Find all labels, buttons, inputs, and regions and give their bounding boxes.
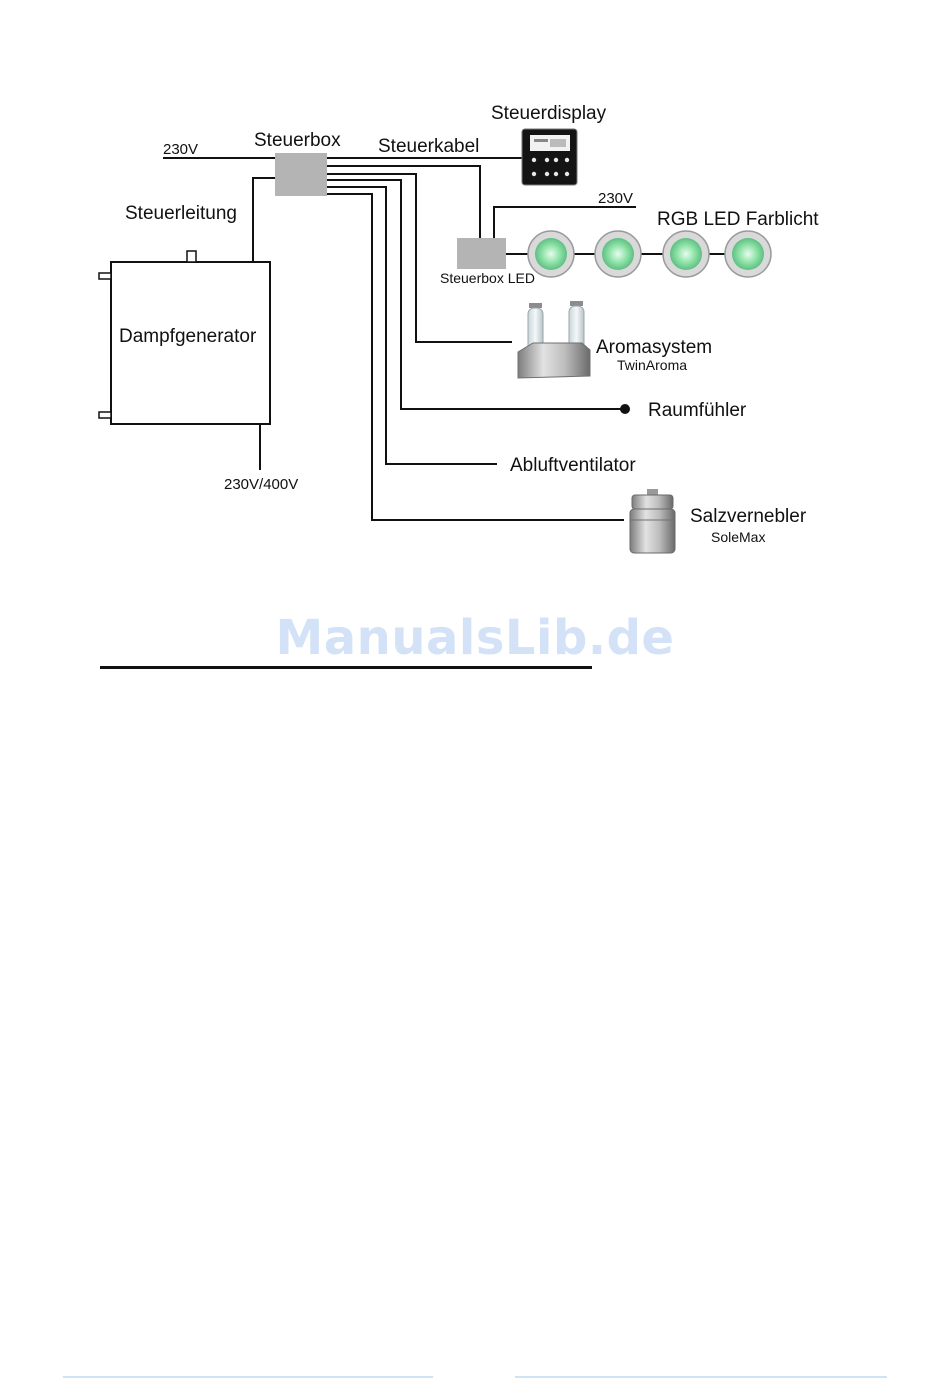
salzvernebler-label: Salzvernebler: [690, 506, 807, 527]
led-light-1: [528, 231, 574, 277]
raumfuehler-label: Raumfühler: [648, 400, 747, 421]
generator-side-connector-top: [99, 273, 111, 279]
line-to-abluft: [327, 187, 497, 464]
raumfuehler-sensor: [620, 404, 630, 414]
salzvernebler-model-label: SoleMax: [711, 529, 765, 545]
footer-line-right: [515, 1376, 887, 1378]
section-divider: [100, 666, 592, 669]
steuerdisplay-device: [522, 129, 577, 185]
steuerbox-led-label: Steuerbox LED: [440, 270, 535, 286]
generator-top-connector: [187, 251, 196, 262]
steuerkabel-label: Steuerkabel: [378, 136, 479, 157]
line-to-display-drop: [327, 166, 480, 238]
led-light-4: [725, 231, 771, 277]
aromasystem-model-label: TwinAroma: [617, 357, 687, 373]
wiring-diagram: 230V Steuerbox Steuerleitung Dampfgenera…: [0, 0, 950, 600]
abluftventilator-label: Abluftventilator: [510, 455, 636, 476]
steuerdisplay-label: Steuerdisplay: [491, 103, 607, 124]
rgb-led-label: RGB LED Farblicht: [657, 209, 819, 230]
aromasystem-device: [518, 301, 590, 378]
steuerleitung-line: [253, 178, 275, 262]
power-label-generator: 230V/400V: [224, 476, 298, 493]
power-label-steuerbox: 230V: [163, 141, 198, 158]
salzvernebler-device: [630, 489, 675, 553]
footer-line-left: [63, 1376, 433, 1378]
generator-side-connector-bottom: [99, 412, 111, 418]
steuerleitung-label: Steuerleitung: [125, 203, 237, 224]
watermark: ManualsLib.de: [0, 610, 950, 666]
aromasystem-label: Aromasystem: [596, 337, 712, 358]
led-light-2: [595, 231, 641, 277]
led-light-3: [663, 231, 709, 277]
steuerbox: [275, 153, 327, 196]
power-label-led: 230V: [598, 190, 633, 207]
steuerbox-label: Steuerbox: [254, 130, 341, 151]
steuerbox-led: [457, 238, 506, 269]
dampfgenerator-label: Dampfgenerator: [119, 326, 257, 347]
